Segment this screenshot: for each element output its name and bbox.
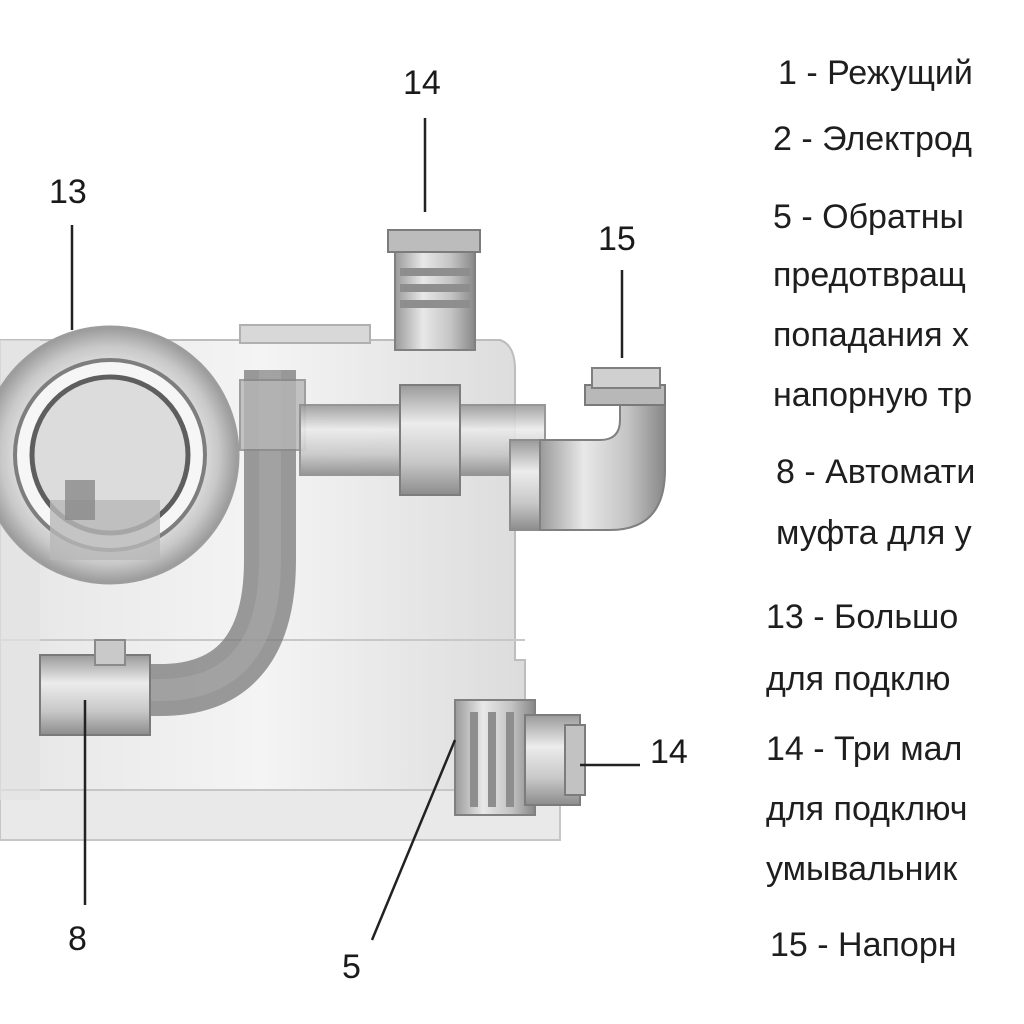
leader-lines xyxy=(70,118,640,941)
callout-14-top: 14 xyxy=(403,64,441,102)
callout-14-right: 14 xyxy=(650,733,688,771)
callout-13: 13 xyxy=(49,173,87,211)
lower-small-inlet xyxy=(454,699,586,816)
callout-5: 5 xyxy=(342,948,361,986)
top-small-inlet xyxy=(387,229,481,351)
callout-15: 15 xyxy=(598,220,636,258)
leader-5 xyxy=(370,739,457,941)
internal-pipe xyxy=(40,370,306,716)
large-inlet-port xyxy=(0,325,240,585)
callout-8: 8 xyxy=(68,920,87,958)
discharge-elbow xyxy=(539,367,666,531)
automatic-coupling xyxy=(39,639,151,736)
